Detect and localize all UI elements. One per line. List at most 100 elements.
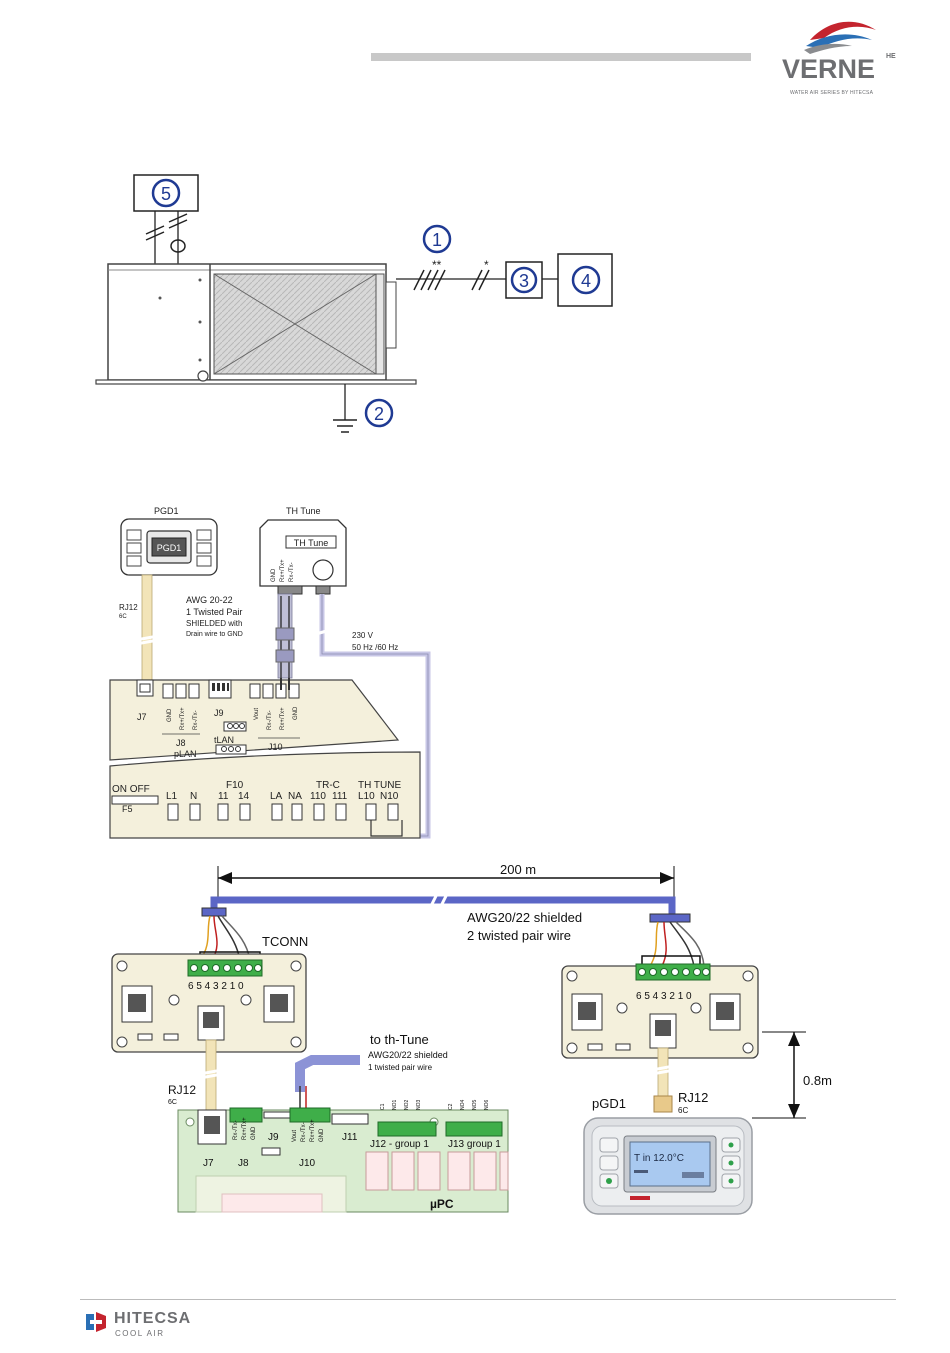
- thtune-display-label: TH Tune: [294, 538, 329, 548]
- f5-label: F5: [122, 804, 133, 814]
- upc-j8-pin-1: Rx-/Tx-: [233, 1120, 239, 1140]
- rj12-left-label: RJ12: [168, 1083, 196, 1097]
- tconn-label: TCONN: [262, 934, 308, 949]
- pgd1-cable-6c: 6C: [119, 614, 127, 620]
- callout-5-label: 5: [161, 184, 171, 204]
- footer-divider: [80, 1299, 896, 1300]
- term-l10: L10: [358, 791, 375, 802]
- term-n10: N10: [380, 791, 399, 802]
- brand-name: VERNE: [782, 54, 876, 84]
- upc-j10-pin-2: Rx-/Tx-: [301, 1122, 307, 1142]
- callout-3: [510, 266, 538, 294]
- rj12-left-6c: 6C: [168, 1099, 177, 1106]
- j9-label: J9: [214, 708, 224, 718]
- j8-pin-rxp: Rx+/Tx+: [180, 707, 186, 730]
- callout-1-label: 1: [432, 230, 442, 250]
- awg-line-2: 1 Twisted Pair: [186, 607, 242, 617]
- controller-board-upper: [109, 679, 400, 761]
- verne-logo-icon: [804, 21, 876, 54]
- tconn-left-terminals: 6 5 4 3 2 1 0: [188, 981, 244, 992]
- j8-label: J8: [176, 738, 186, 748]
- j10-pin-rxp: Rx+/Tx+: [280, 707, 286, 730]
- pgd1-title: PGD1: [154, 506, 179, 516]
- term-l1: L1: [166, 791, 178, 802]
- pgd1-cable-rj12: RJ12: [119, 603, 138, 612]
- term-14: 14: [238, 791, 250, 802]
- callout-2-label: 2: [374, 404, 384, 424]
- j13-pin-1: C2: [448, 1103, 454, 1110]
- upc-j10-label: J10: [299, 1158, 316, 1169]
- thtune-terminals-label: TH TUNE: [358, 780, 401, 791]
- on-off-label: ON OFF: [112, 784, 150, 795]
- awg-line-4: Drain wire to GND: [186, 631, 243, 638]
- hitecsa-logo-icon: [86, 1312, 106, 1332]
- term-11: 11: [218, 791, 229, 802]
- callout-1: [422, 224, 452, 254]
- j8-pin-rxn: Rx-/Tx-: [193, 710, 199, 730]
- thtune-pin-rxn: Rx-/Tx-: [289, 562, 295, 582]
- upc-j8-pin-3: GND: [251, 1126, 257, 1140]
- j7-label: J7: [137, 712, 147, 722]
- cable-spec-line-1: AWG20/22 shielded: [467, 910, 582, 925]
- tlan-label: tLAN: [214, 735, 234, 745]
- term-na: NA: [288, 791, 302, 802]
- upc-j10-pin-1: Vout: [292, 1130, 298, 1142]
- j12-pin-2: NO1: [392, 1100, 398, 1111]
- brand-suffix: HE: [886, 53, 896, 60]
- bottom-terminal-labels: L1 N 11 14 LA NA 110 111 L10 N10: [166, 791, 399, 802]
- awg-line-1: AWG 20-22: [186, 595, 233, 605]
- to-thtune-label: to th-Tune: [370, 1032, 429, 1047]
- j12-pin-1: C1: [380, 1103, 386, 1110]
- j12-label: J12 - group 1: [370, 1139, 429, 1150]
- brand-tagline: WATER AIR SERIES BY HITECSA: [790, 90, 874, 96]
- footer-brand: HITECSA: [114, 1310, 192, 1327]
- upc-j7-label: J7: [203, 1158, 214, 1169]
- remote-pgd1-diagram: 200 m AWG20/22 shielded 2 twisted pair w…: [111, 862, 832, 1215]
- unit-installation-diagram: 5 2 ** *: [95, 174, 613, 433]
- term-la: LA: [270, 791, 283, 802]
- upc-j10-pin-3: Rx+/Tx+: [310, 1119, 316, 1142]
- tconn-right-terminals: 6 5 4 3 2 1 0: [636, 991, 692, 1002]
- j10-pin-rxn: Rx-/Tx-: [267, 710, 273, 730]
- callout-2: [364, 398, 394, 428]
- j12-pin-4: NO3: [416, 1100, 422, 1111]
- rj12-right-6c: 6C: [678, 1106, 688, 1115]
- upc-j10-pin-4: GND: [319, 1128, 325, 1142]
- upc-j8-label: J8: [238, 1158, 249, 1169]
- j10-label: J10: [268, 742, 283, 752]
- callout-3-label: 3: [519, 271, 529, 291]
- display-readout: T in 12.0°C: [634, 1153, 684, 1164]
- j10-pin-vout: Vout: [254, 708, 260, 720]
- to-thtune-sub-1: AWG20/22 shielded: [368, 1050, 448, 1060]
- footer-sub: COOL AIR: [115, 1329, 165, 1338]
- rj12-right-label: RJ12: [678, 1090, 708, 1105]
- pgd1-remote-label: pGD1: [592, 1096, 626, 1111]
- j13-pin-2: NO4: [460, 1100, 466, 1111]
- trc-label: TR-C: [316, 780, 340, 791]
- pgd1-screen-label: PGD1: [157, 543, 182, 553]
- plan-label: pLAN: [174, 749, 197, 759]
- awg-line-3: SHIELDED with: [186, 619, 242, 628]
- upc-j8-pin-2: Rx+/Tx+: [242, 1117, 248, 1140]
- thtune-pin-gnd: GND: [271, 568, 277, 582]
- single-asterisk: *: [484, 258, 489, 272]
- callout-5: [151, 178, 181, 208]
- power-line-1: 230 V: [352, 631, 374, 640]
- pgd1-thtune-diagram: PGD1 PGD1 RJ12 6C TH Tune TH Tune GND Rx…: [109, 506, 431, 839]
- term-111: 111: [332, 791, 348, 802]
- height-label: 0.8m: [803, 1073, 832, 1088]
- j13-pin-4: NO6: [484, 1100, 490, 1111]
- header-bar: [371, 53, 751, 61]
- term-n: N: [190, 791, 197, 802]
- upc-j9-label: J9: [268, 1132, 279, 1143]
- distance-label: 200 m: [500, 862, 536, 877]
- thtune-title: TH Tune: [286, 506, 321, 516]
- j10-pin-gnd: GND: [293, 706, 299, 720]
- term-110: 110: [310, 791, 326, 802]
- callout-4: [571, 265, 601, 295]
- j13-pin-3: NO5: [472, 1100, 478, 1111]
- thtune-pin-rxp: Rx+/Tx+: [280, 559, 286, 582]
- j13-label: J13 group 1: [448, 1139, 501, 1150]
- callout-4-label: 4: [581, 271, 591, 291]
